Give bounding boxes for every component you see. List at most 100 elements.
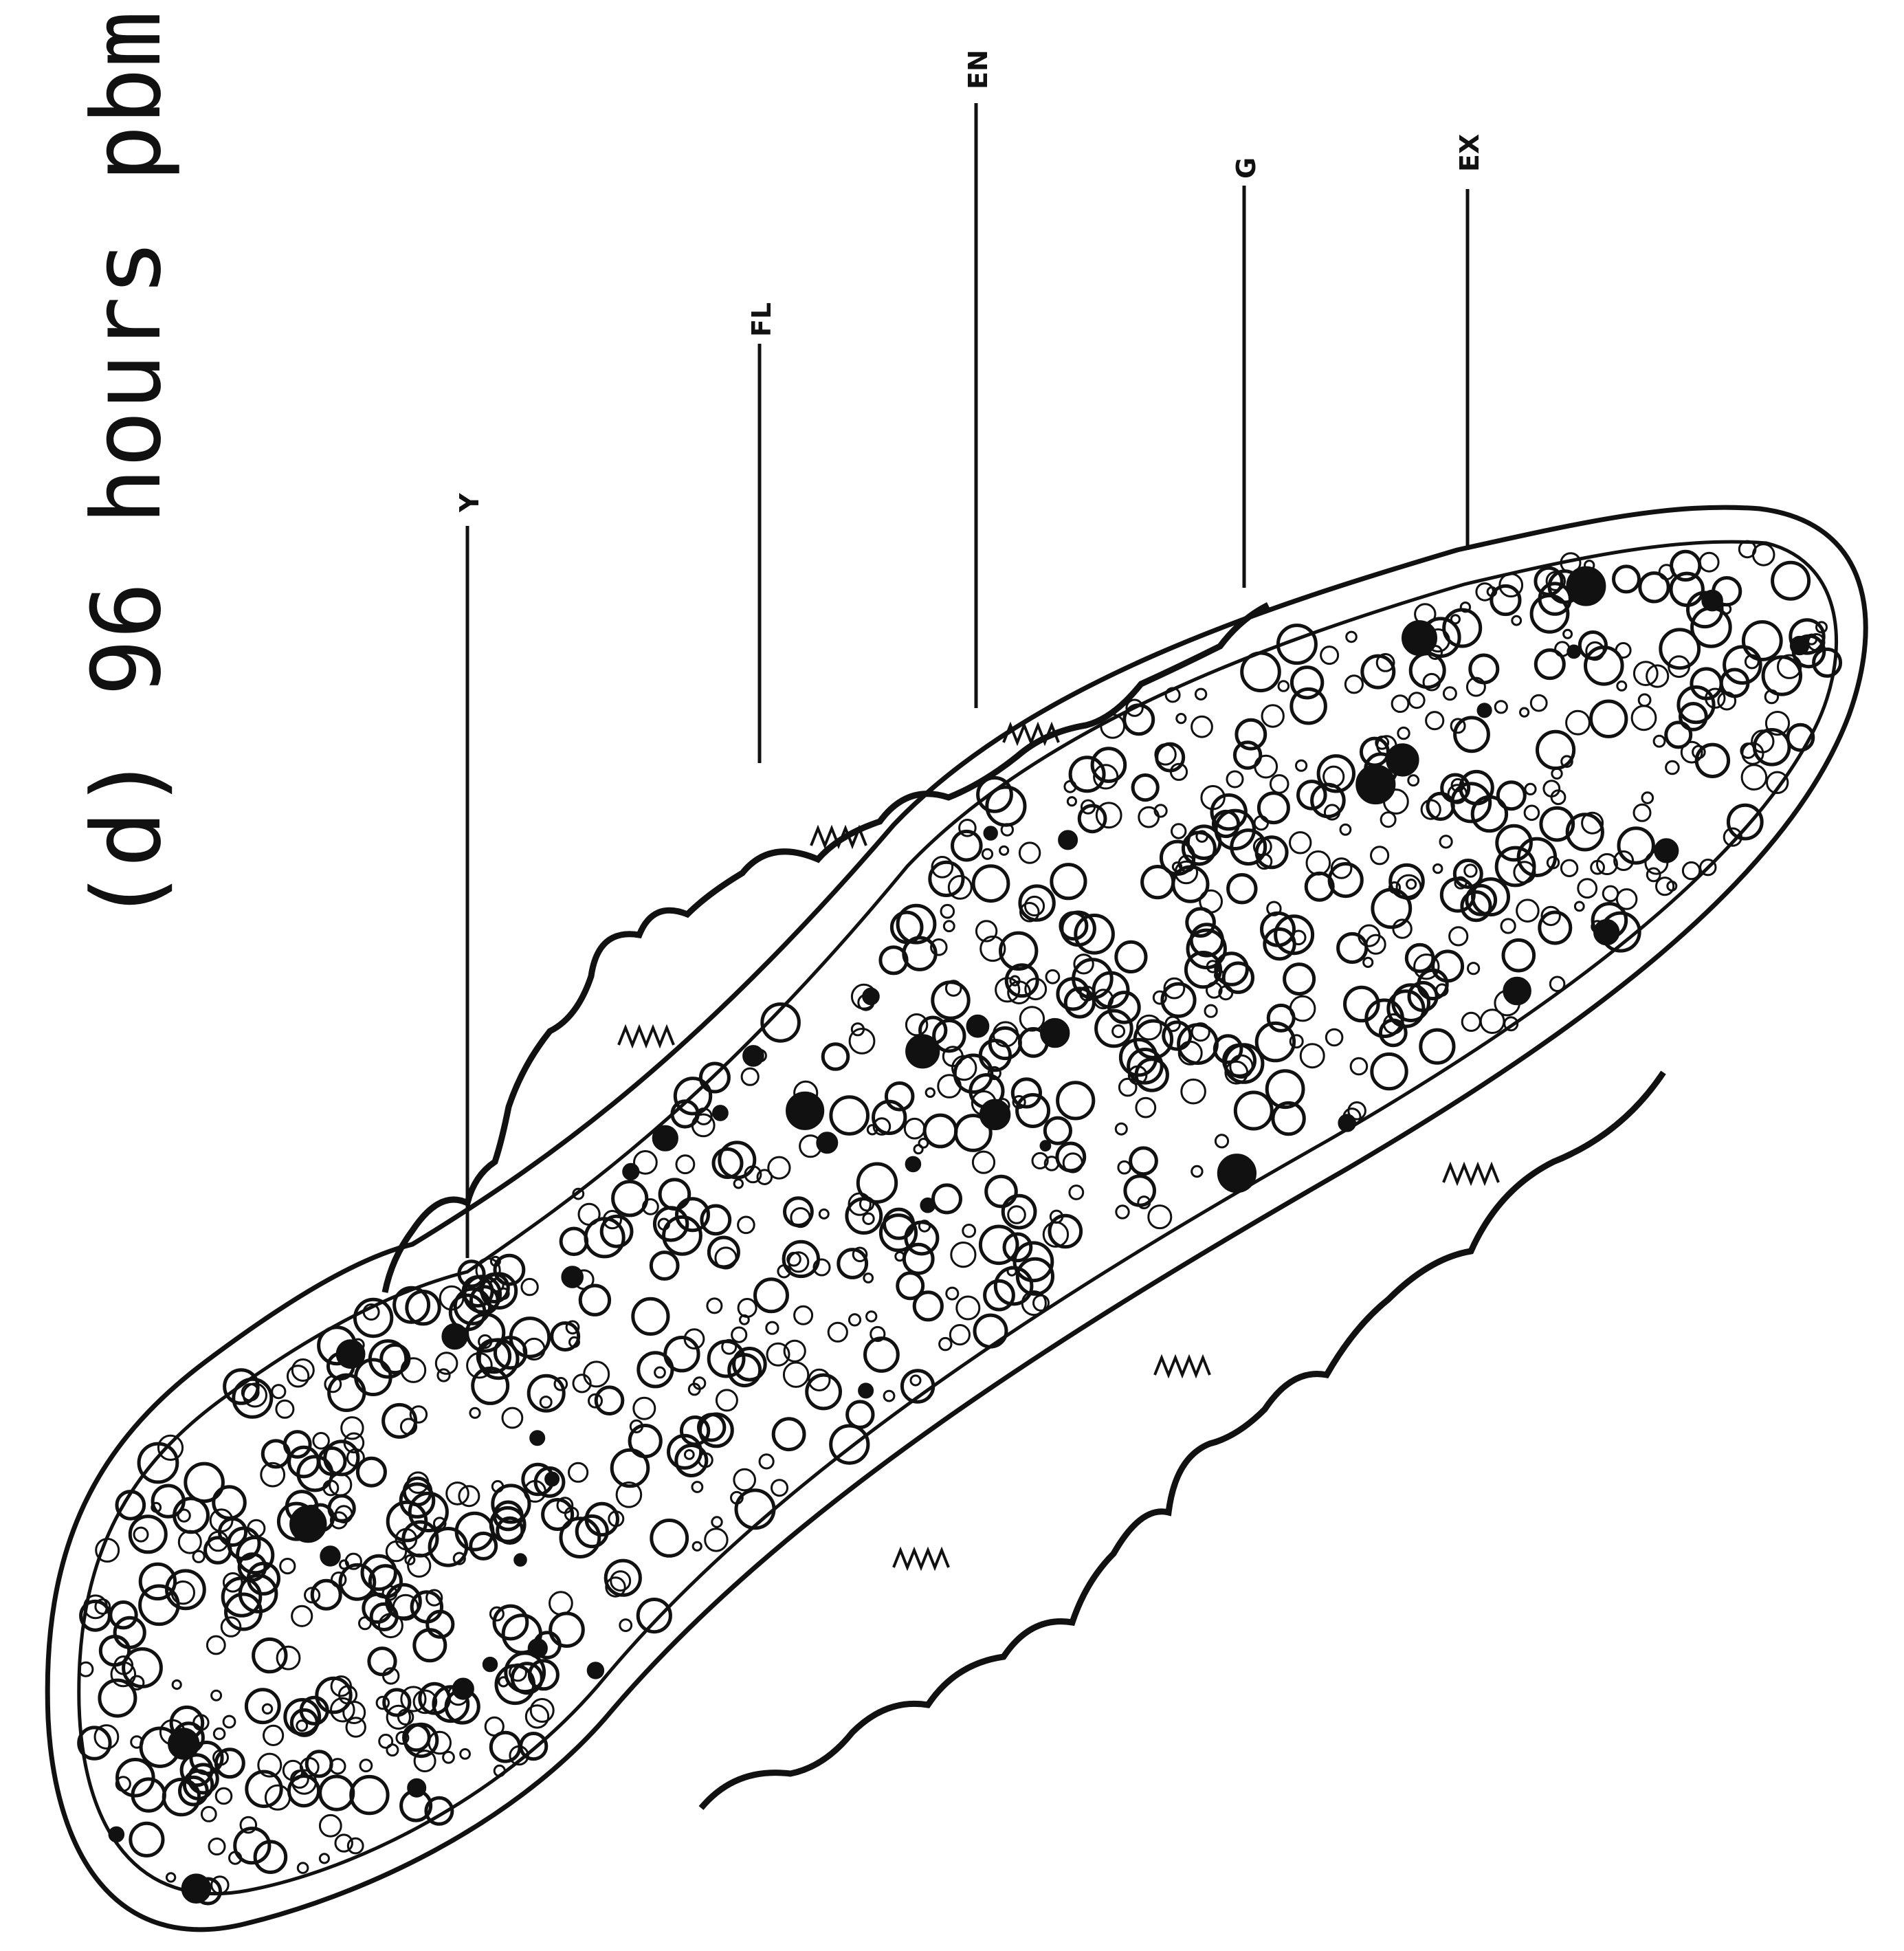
label-en: EN: [963, 49, 993, 89]
yolk-granule: [1116, 1123, 1127, 1134]
yolk-granule: [1358, 766, 1394, 802]
yolk-granule: [216, 1788, 232, 1804]
yolk-granule: [1162, 984, 1195, 1016]
yolk-granule: [906, 1157, 920, 1171]
yolk-granule: [863, 1213, 874, 1224]
yolk-granule: [351, 1776, 388, 1813]
yolk-granule: [1470, 655, 1498, 683]
label-g: G: [1231, 157, 1261, 179]
yolk-granule: [1017, 1095, 1049, 1127]
yolk-granule: [223, 1716, 235, 1728]
yolk-granule: [1058, 1083, 1094, 1118]
yolk-granule: [1177, 714, 1186, 723]
yolk-granule: [312, 1580, 340, 1609]
yolk-granule: [1300, 1044, 1324, 1068]
yolk-granule: [819, 1209, 828, 1218]
yolk-granule: [263, 1704, 272, 1713]
yolk-granule: [1640, 573, 1668, 602]
yolk-granule: [1642, 793, 1653, 804]
yolk-granule: [1020, 1007, 1043, 1030]
yolk-granule: [755, 1279, 788, 1312]
yolk-granule: [652, 1521, 687, 1556]
yolk-granule: [443, 1752, 454, 1763]
yolk-granule: [1409, 693, 1424, 708]
yolk-granule: [906, 1222, 938, 1254]
yolk-granule: [1116, 942, 1146, 971]
yolk-granule: [348, 1838, 363, 1853]
yolk-granule: [772, 1480, 788, 1496]
yolk-granule: [1262, 705, 1283, 727]
yolk-granule: [911, 1376, 920, 1385]
yolk-granule: [447, 1483, 469, 1505]
yolk-granule: [387, 1745, 398, 1756]
yolk-granule: [1531, 695, 1547, 711]
yolk-granule: [1666, 761, 1679, 774]
yolk-granule: [1415, 955, 1439, 979]
yolk-granule: [712, 1517, 722, 1527]
yolk-granule: [292, 1360, 313, 1381]
label-fl: FL: [746, 302, 777, 337]
yolk-granule: [973, 866, 1008, 901]
yolk-granule: [115, 1618, 144, 1647]
yolk-granule: [795, 1306, 812, 1324]
yolk-granule: [313, 1433, 329, 1449]
yolk-granule: [1567, 711, 1590, 734]
yolk-granule: [1591, 701, 1626, 736]
label-ex: EX: [1454, 134, 1485, 172]
yolk-granule: [1476, 584, 1494, 601]
yolk-granule: [175, 1499, 208, 1532]
yolk-granule: [709, 1341, 744, 1376]
yolk-granule: [676, 1156, 694, 1173]
yolk-granule: [1061, 913, 1087, 939]
yolk-granule: [272, 1385, 285, 1398]
yolk-granule: [529, 1640, 546, 1657]
yolk-granule: [330, 1474, 351, 1495]
yolk-granule: [214, 1728, 225, 1739]
yolk-granule: [1292, 668, 1322, 698]
yolk-granule: [944, 921, 954, 932]
yolk-granule: [1639, 694, 1650, 706]
yolk-granule: [611, 1572, 630, 1591]
yolk-granule: [1725, 647, 1761, 683]
yolk-granule: [884, 1391, 894, 1401]
yolk-granule: [342, 1418, 363, 1439]
yolk-granule: [957, 1297, 979, 1319]
yolk-granule: [858, 1164, 896, 1202]
yolk-granule: [623, 1164, 639, 1179]
yolk-granule: [193, 1551, 204, 1562]
yolk-granule: [1495, 701, 1507, 713]
yolk-granule: [531, 1431, 544, 1445]
yolk-granule: [784, 1363, 808, 1387]
yolk-granule: [1444, 610, 1481, 646]
yolk-granule: [521, 1734, 546, 1759]
yolk-granule: [738, 1217, 755, 1233]
yolk-granule: [1461, 771, 1493, 804]
yolk-granule: [1407, 880, 1416, 889]
yolk-granule: [700, 1063, 729, 1092]
yolk-granule: [653, 1126, 677, 1150]
yolk-granule: [1575, 902, 1584, 911]
yolk-granule: [1025, 896, 1043, 915]
outer-folded-membrane-lower: [701, 1072, 1663, 1808]
yolk-granule: [494, 1606, 527, 1639]
yolk-granule: [1157, 744, 1184, 771]
yolk-granule: [1149, 1206, 1171, 1228]
yolk-granule: [788, 1093, 823, 1128]
yolk-granule: [982, 849, 992, 859]
yolk-granule: [1434, 864, 1442, 872]
yolk-granule: [1361, 738, 1388, 765]
yolk-granule: [1270, 775, 1288, 793]
yolk-granule: [1408, 775, 1419, 786]
yolk-granule: [134, 1528, 148, 1541]
yolk-granule: [1192, 1166, 1202, 1176]
yolk-granule: [1142, 867, 1173, 898]
yolk-granule: [1451, 615, 1459, 624]
yolk-granule: [859, 1384, 873, 1398]
yolk-granule: [292, 1606, 312, 1626]
yolk-granule: [1192, 716, 1213, 737]
yolk-granule: [1326, 1029, 1342, 1046]
yolk-granule: [1619, 828, 1653, 863]
yolk-granule: [973, 1151, 994, 1173]
yolk-granule: [1578, 879, 1597, 898]
